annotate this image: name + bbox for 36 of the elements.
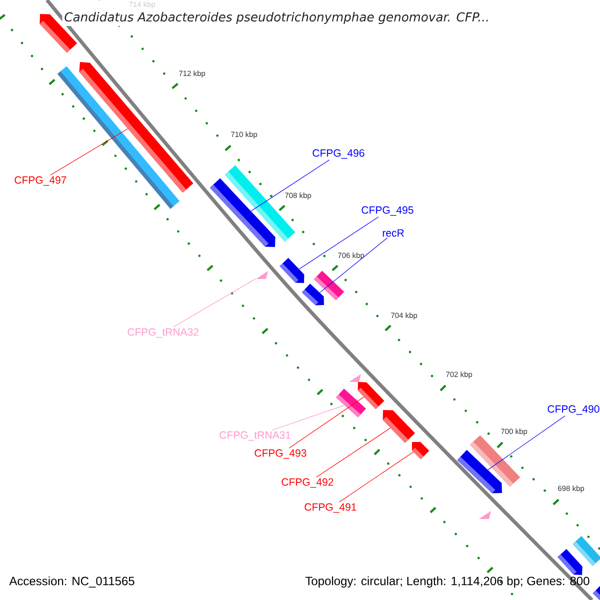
gene-label: CFPG_495	[362, 206, 414, 216]
gene-block	[412, 442, 430, 460]
leader-line	[172, 278, 256, 328]
trna-marker	[349, 374, 361, 382]
trna-marker	[256, 271, 268, 279]
leader-line	[338, 452, 414, 502]
footer-text: Accession: NC_011565	[9, 576, 134, 588]
gene-block	[382, 410, 415, 443]
gene-block	[592, 584, 600, 600]
gene-label: CFPG_497	[14, 176, 66, 186]
trna-marker	[479, 511, 491, 519]
leader-line	[288, 396, 364, 448]
gene-label: CFPG_493	[254, 449, 306, 459]
leader-line	[250, 160, 330, 212]
gene-block	[302, 284, 324, 306]
leader-line	[272, 405, 345, 430]
gene-block	[224, 165, 296, 242]
gene-label: CFPG_491	[304, 503, 356, 513]
gene-label: CFPG_tRNA31	[220, 431, 290, 441]
leader-line	[50, 128, 128, 176]
gene-label: CFPG_tRNA32	[128, 328, 198, 338]
gene-block	[558, 549, 582, 575]
gene-block	[470, 435, 520, 487]
gene-label: CFPG_490	[548, 405, 600, 415]
gene-label: CFPG_492	[282, 478, 334, 488]
leader-line	[320, 238, 388, 293]
leader-line	[316, 428, 391, 478]
leader-line	[488, 416, 566, 470]
footer-text: Topology: circular; Length: 1,114,206 bp; Genes: 800	[305, 576, 590, 588]
gene-label: recR	[382, 229, 404, 237]
gene-block	[358, 382, 384, 410]
title: Candidatus Azobacteroides pseudotrichonymphae genomovar. CFP...	[62, 10, 492, 26]
gene-block	[280, 258, 304, 283]
gene-label: CFPG_496	[312, 149, 364, 159]
gene-block	[314, 270, 344, 300]
leader-line	[298, 216, 379, 270]
